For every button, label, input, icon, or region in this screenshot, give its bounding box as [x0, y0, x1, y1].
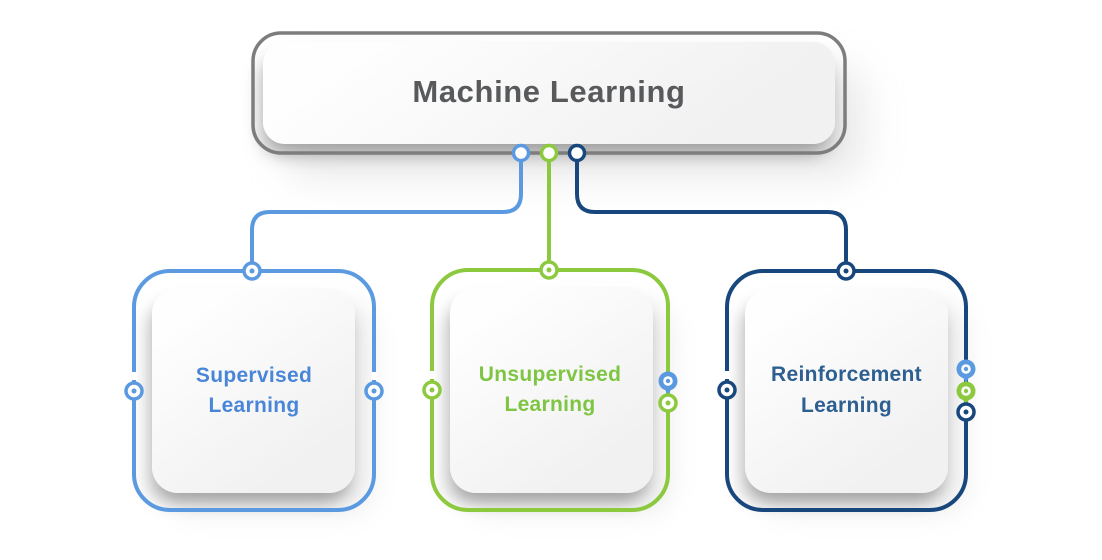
connector-root-to-supervised: [250, 160, 523, 263]
pin-supervised-left-icon: [124, 381, 144, 401]
pin-unsupervised-left-icon: [422, 380, 442, 400]
pin-unsupervised-right-green-icon: [658, 393, 678, 413]
pin-supervised-left-dot-icon: [131, 388, 137, 394]
pin-supervised-right-dot-icon: [371, 388, 377, 394]
pin-unsupervised-left-dot-icon: [429, 387, 435, 393]
reinforcement-node-card: [745, 288, 948, 493]
pin-unsupervised-top-dot-icon: [546, 267, 552, 273]
pin-root-unsupervised-icon: [539, 143, 559, 163]
pin-unsupervised-top-icon: [539, 260, 559, 280]
pin-supervised-top-icon: [242, 261, 262, 281]
pin-root-supervised-icon: [511, 143, 531, 163]
pin-reinforcement-left-icon: [717, 380, 737, 400]
pin-supervised-right-icon: [364, 381, 384, 401]
pin-reinforcement-right-green-icon: [956, 381, 976, 405]
pin-reinforcement-right-navy-dot-icon: [963, 409, 969, 415]
unsupervised-node-card: [450, 287, 653, 493]
pin-supervised-top-dot-icon: [249, 268, 255, 274]
pin-reinforcement-right-navy-icon: [956, 402, 976, 422]
supervised-node-card: [152, 288, 355, 493]
pin-reinforcement-right-blue-icon: [956, 359, 976, 383]
pin-reinforcement-top-dot-icon: [843, 268, 849, 274]
pin-root-reinforcement-icon: [567, 143, 587, 163]
pin-reinforcement-top-icon: [836, 261, 856, 281]
pin-unsupervised-right-blue-icon: [658, 371, 678, 395]
pin-unsupervised-right-green-dot-icon: [665, 400, 671, 406]
pin-reinforcement-left-dot-icon: [724, 387, 730, 393]
connector-root-to-reinforcement: [575, 160, 848, 263]
root-node-card: [263, 42, 835, 144]
